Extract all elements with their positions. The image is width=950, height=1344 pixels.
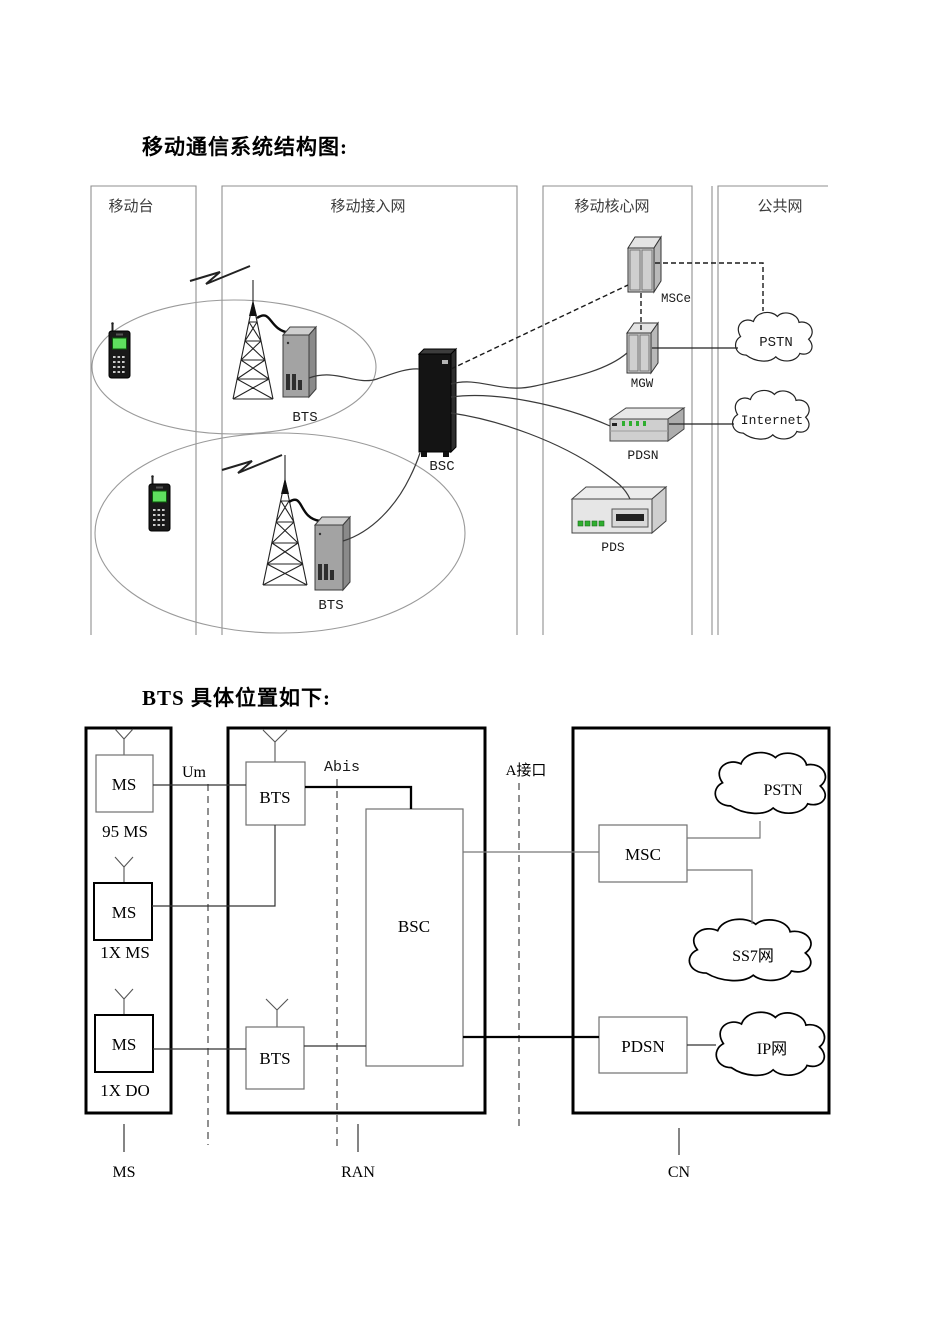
msce-label: MSCe (661, 292, 691, 306)
bts2-label: BTS (318, 598, 343, 614)
bts-cabinet-1 (256, 314, 318, 399)
radio-link-bolt-1 (189, 265, 251, 285)
ms1-type-label: 95 MS (102, 822, 148, 841)
diagram2-title: BTS 具体位置如下: (142, 686, 331, 710)
bsc-cabinet (417, 347, 458, 457)
ms3-type-label: 1X DO (100, 1081, 150, 1100)
msce-cabinet (627, 235, 662, 294)
ms2-label: MS (112, 903, 137, 922)
cell-coverage-ellipse-2 (94, 432, 466, 634)
msc-box (598, 824, 688, 883)
msc-label: MSC (625, 845, 661, 864)
mobile-phone-1 (108, 321, 131, 379)
internet-cloud-label: Internet (741, 413, 803, 428)
ran-panel (226, 726, 487, 1115)
pds-label: PDS (601, 540, 625, 555)
mgw-label: MGW (631, 377, 654, 391)
ip-cloud-label: IP网 (757, 1041, 787, 1058)
a-interface-label: A接口 (506, 762, 547, 779)
mobile-phone-2 (148, 474, 171, 532)
abis-interface-label: Abis (324, 759, 360, 776)
diagram2-connections (152, 784, 761, 1050)
ms3-label: MS (112, 1035, 137, 1054)
ms2-unit (93, 856, 153, 941)
diagram2-bts-position: Um Abis A接口 MS 95 MS MS 1X MS MS 1X DO (84, 726, 831, 1181)
panel-frames (90, 185, 828, 635)
ms2-type-label: 1X MS (100, 943, 150, 962)
bsc-box-d2 (365, 808, 464, 1067)
ss7-cloud-label: SS7网 (732, 948, 774, 965)
bts2-label-d2: BTS (259, 1049, 290, 1068)
cell-coverage-ellipse-1 (91, 299, 377, 435)
bsc-label-d2: BSC (398, 917, 430, 936)
ms-segment-label: MS (112, 1164, 135, 1181)
cn-segment-label: CN (668, 1164, 691, 1181)
ms1-label: MS (112, 775, 137, 794)
ran-segment-label: RAN (341, 1164, 375, 1181)
ms3-unit (94, 988, 154, 1073)
bsc-label: BSC (429, 459, 454, 475)
antenna-tower-2 (262, 455, 308, 586)
panel-label-access-network: 移动接入网 (330, 198, 405, 215)
cn-panel (571, 726, 831, 1115)
panel-label-core-network: 移动核心网 (574, 198, 649, 215)
pdsn-label: PDSN (627, 448, 658, 463)
diagram1-title: 移动通信系统结构图: (142, 135, 348, 159)
bts1-label-d2: BTS (259, 788, 290, 807)
pds-server (570, 485, 668, 535)
diagram1-connections (308, 262, 764, 542)
pstn-cloud-d2-label: PSTN (763, 782, 803, 799)
um-interface-label: Um (182, 764, 207, 781)
panel-label-mobile-station: 移动台 (108, 198, 153, 215)
ms1-unit (95, 728, 154, 813)
panel-label-public-network: 公共网 (757, 198, 802, 215)
bts2-unit-d2 (245, 998, 305, 1090)
radio-link-bolt-2 (221, 454, 283, 474)
ms-panel (84, 726, 173, 1115)
diagram1-system-structure: 移动台 移动接入网 移动核心网 公共网 (90, 185, 828, 635)
pdsn-label-d2: PDSN (621, 1037, 664, 1056)
bts1-unit-d2 (245, 729, 306, 826)
pstn-cloud-d1-label: PSTN (759, 335, 793, 351)
bts1-label: BTS (292, 410, 317, 426)
antenna-tower-1 (232, 280, 274, 400)
bts-cabinet-2 (288, 498, 352, 592)
